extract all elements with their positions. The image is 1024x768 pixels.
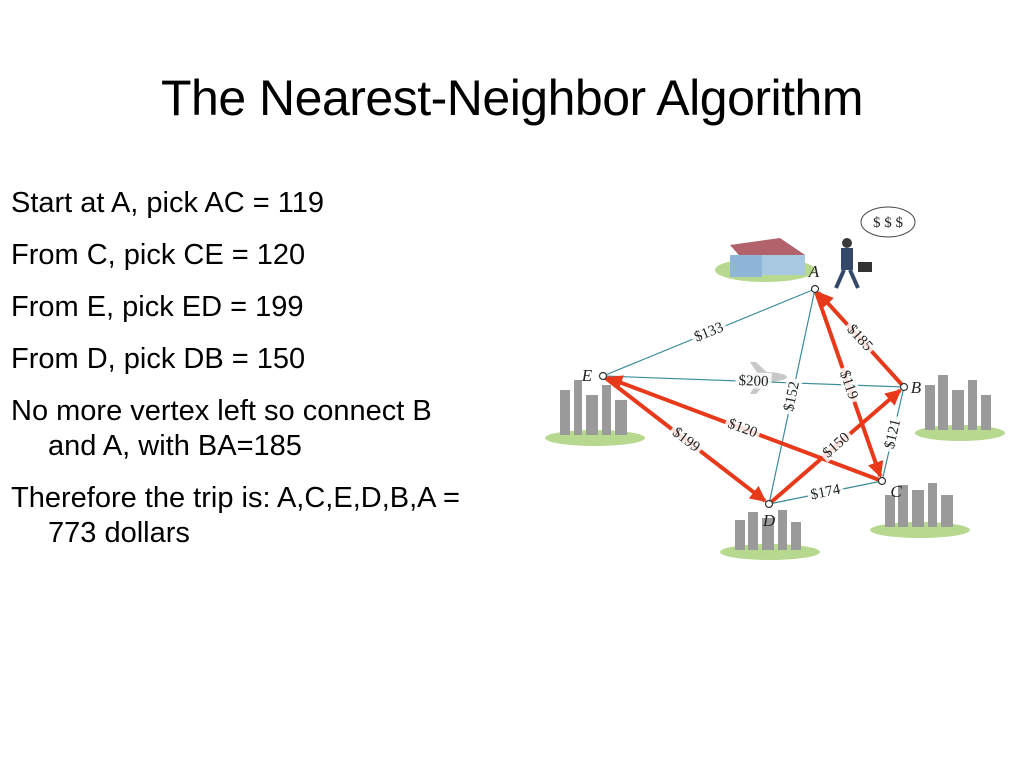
edge-cost-label: $133 <box>692 319 726 345</box>
slide-title: The Nearest-Neighbor Algorithm <box>161 70 864 126</box>
vertex-C <box>877 476 887 486</box>
vertex-label: C <box>890 482 902 501</box>
city-skyline-icon <box>545 375 1005 560</box>
bullet-item: Therefore the trip is: A,C,E,D,B,A = 773… <box>11 482 460 549</box>
bullet-item: From D, pick DB = 150 <box>11 343 306 375</box>
vertex-label: E <box>581 366 593 385</box>
edge-cost-label: $200 <box>738 373 769 390</box>
svg-text:$ $ $: $ $ $ <box>873 215 904 231</box>
edge-cost-label: $174 <box>809 482 842 504</box>
businessman-icon <box>834 238 872 289</box>
bullet-list: Start at A, pick AC = 119 From C, pick C… <box>11 186 461 568</box>
bullet-item: Start at A, pick AC = 119 <box>11 187 324 219</box>
vertex-E <box>598 371 608 381</box>
vertex-label: D <box>762 511 776 530</box>
edge-cost-label: $121 <box>882 418 904 451</box>
vertex-label: A <box>808 262 820 281</box>
bullet-item: From E, pick ED = 199 <box>11 291 304 323</box>
tsp-graph-diagram: $ $ $ $133$185$119$152$200$120$199$150$1… <box>545 206 1005 560</box>
bullet-item: From C, pick CE = 120 <box>11 239 306 271</box>
bullet-item: No more vertex left so connect B and A, … <box>11 395 432 462</box>
edge-cost-label: $120 <box>726 416 760 442</box>
house-icon <box>715 238 815 282</box>
edge-cost-label: $152 <box>781 380 803 413</box>
vertex-D <box>764 499 774 509</box>
vertex-label: B <box>911 378 922 397</box>
thought-bubble: $ $ $ <box>860 206 916 238</box>
vertex-A <box>810 284 820 294</box>
vertex-B <box>899 382 909 392</box>
